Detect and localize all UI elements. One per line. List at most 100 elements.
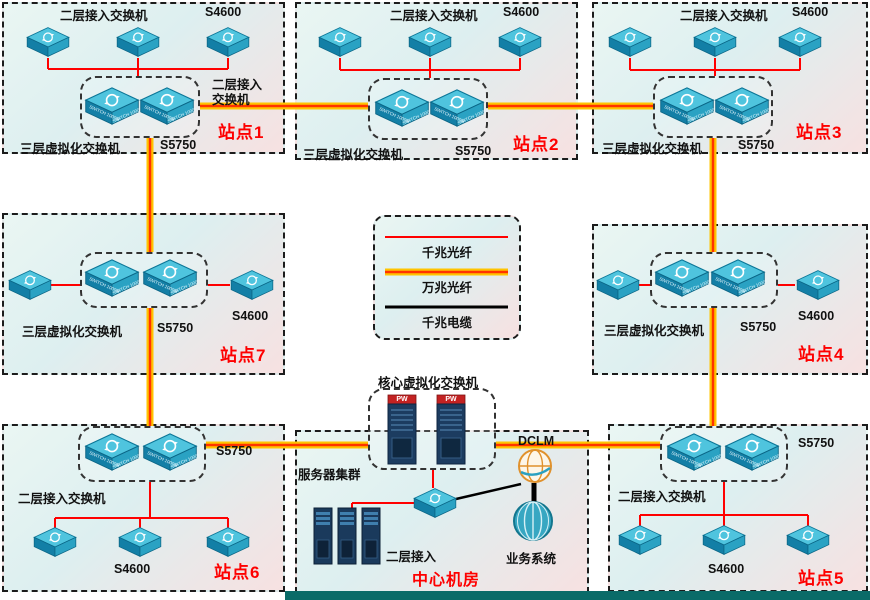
switch-icon (786, 524, 830, 556)
core-switch-icon (709, 258, 767, 298)
switch-icon (778, 26, 822, 58)
site7-box (2, 213, 285, 375)
site7-core-model: S5750 (157, 321, 194, 335)
site1-core-model: S5750 (160, 138, 197, 152)
bottom-edge-bar (285, 591, 870, 600)
site7-access-model: S4600 (232, 309, 269, 323)
switch-icon (116, 26, 160, 58)
core-switch-icon (658, 86, 716, 126)
site7-name: 站点7 (220, 346, 267, 365)
legend-box (373, 215, 521, 340)
core-switch-icon (83, 86, 141, 126)
switch-icon (408, 26, 452, 58)
switch-icon (206, 526, 250, 558)
switch-icon (318, 26, 362, 58)
site7-core-label: 三层虚拟化交换机 (22, 325, 123, 339)
site3-core-label: 三层虚拟化交换机 (602, 142, 703, 156)
site1-content: 二层接入交换机 S4600 二层接入 交换机 三层虚拟化交换机 S5750 站点… (2, 2, 285, 156)
switch-icon (596, 269, 640, 301)
site6-core-model: S5750 (216, 444, 253, 458)
site4-core-label: 三层虚拟化交换机 (604, 324, 705, 338)
site5-content: S5750 二层接入交换机 S4600 站点5 (608, 424, 868, 592)
core-switch-icon (723, 432, 781, 472)
core-switch-icon (138, 86, 196, 126)
site5-core-model: S5750 (798, 436, 835, 450)
site1-access-model: S4600 (205, 5, 242, 19)
site7-content: S4600 三层虚拟化交换机 S5750 站点7 (2, 213, 285, 375)
site5-box (608, 424, 868, 592)
site2-core-label: 三层虚拟化交换机 (303, 148, 404, 162)
site4-core-model: S5750 (740, 320, 777, 334)
tengig-fiber-lines (146, 102, 717, 449)
dclm-label: DCLM (518, 434, 555, 448)
datacenter-core-label: 核心虚拟化交换机 (378, 376, 479, 390)
core-switch-icon (141, 432, 199, 472)
site1-side-label-line2: 交换机 (212, 93, 250, 107)
server-tower-icon (436, 394, 466, 465)
legend-item-gigabit-cable: 千兆电缆 (421, 316, 472, 330)
switch-icon (413, 487, 457, 519)
core-switch-icon (653, 258, 711, 298)
site6-access-label: 二层接入交换机 (18, 492, 106, 506)
core-switch-icon (83, 432, 141, 472)
site2-access-model: S4600 (503, 5, 540, 19)
site1-name: 站点1 (218, 123, 265, 142)
legend-item-gigabit-fiber: 千兆光纤 (421, 246, 472, 260)
gigabit-fiber-lines (47, 58, 809, 529)
server-icon (313, 507, 333, 565)
business-system-label: 业务系统 (506, 552, 557, 566)
site3-name: 站点3 (796, 123, 843, 142)
site1-access-label: 二层接入交换机 (60, 9, 148, 23)
site3-box (592, 2, 868, 154)
dclm-globe-icon (517, 448, 553, 484)
site2-core-model: S5750 (455, 144, 492, 158)
site1-core-label: 三层虚拟化交换机 (20, 142, 121, 156)
switch-icon (796, 269, 840, 301)
switch-icon (608, 26, 652, 58)
switch-icon (26, 26, 70, 58)
core-switch-icon (713, 86, 771, 126)
site2-name: 站点2 (513, 135, 560, 154)
core-switch-icon (83, 258, 141, 298)
datacenter-name: 中心机房 (412, 572, 481, 589)
legend-line-samples (385, 236, 508, 309)
site6-name: 站点6 (214, 563, 261, 582)
server-tower-icon (387, 394, 417, 465)
switch-icon (33, 526, 77, 558)
legend-item-tengig-fiber: 万兆光纤 (421, 281, 472, 295)
switch-icon (230, 269, 274, 301)
business-system-icon (513, 501, 553, 541)
switch-icon (8, 269, 52, 301)
site1-side-label-line1: 二层接入 (212, 78, 263, 92)
server-cluster-label: 服务器集群 (298, 468, 361, 482)
site5-access-model: S4600 (708, 562, 745, 576)
switch-icon (702, 524, 746, 556)
site4-box (592, 224, 868, 375)
site5-access-label: 二层接入交换机 (618, 490, 706, 504)
core-switch-icon (428, 88, 486, 128)
pw-badge: PW (445, 396, 457, 403)
site2-access-label: 二层接入交换机 (390, 9, 478, 23)
site4-content: S4600 三层虚拟化交换机 S5750 站点4 (592, 224, 868, 375)
core-switch-icon (665, 432, 723, 472)
site6-access-model: S4600 (114, 562, 151, 576)
site3-access-label: 二层接入交换机 (680, 9, 768, 23)
datacenter-l2-access-label: 二层接入 (386, 550, 437, 564)
server-icon (337, 507, 357, 565)
core-switch-icon (373, 88, 431, 128)
site6-content: S5750 二层接入交换机 S4600 站点6 (2, 424, 285, 592)
site6-box (2, 424, 285, 592)
switch-icon (206, 26, 250, 58)
site3-core-model: S5750 (738, 138, 775, 152)
site3-access-model: S4600 (792, 5, 829, 19)
switch-icon (498, 26, 542, 58)
switch-icon (118, 526, 162, 558)
gigabit-cable-lines (455, 482, 537, 502)
site4-access-model: S4600 (798, 309, 835, 323)
core-switch-icon (141, 258, 199, 298)
switch-icon (618, 524, 662, 556)
site4-name: 站点4 (798, 345, 845, 364)
pw-badge: PW (396, 396, 408, 403)
